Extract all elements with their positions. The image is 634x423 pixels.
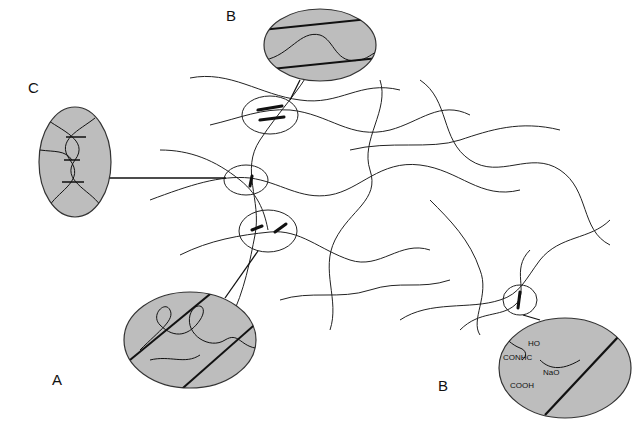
chemical-group: CONHC bbox=[503, 354, 532, 362]
chemical-group: COOH bbox=[510, 382, 534, 390]
chemical-group: NaO bbox=[543, 369, 559, 377]
callout-letter: B bbox=[438, 378, 448, 393]
chemical-group: HO bbox=[528, 340, 540, 348]
callout-letter: B bbox=[226, 8, 236, 23]
callout-letter: A bbox=[52, 372, 62, 387]
callout-letter: C bbox=[28, 80, 39, 95]
